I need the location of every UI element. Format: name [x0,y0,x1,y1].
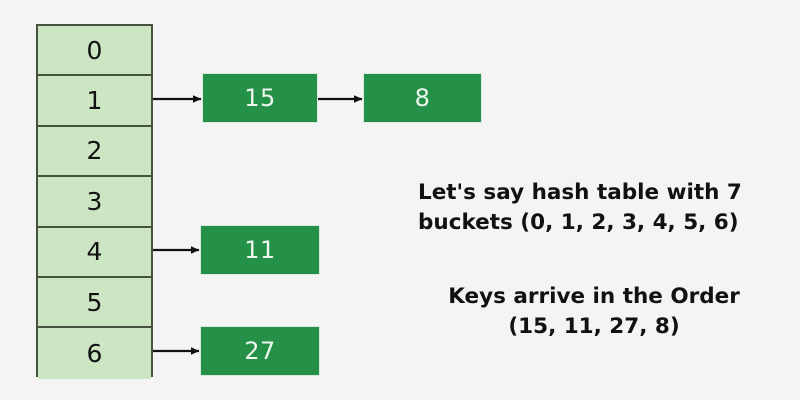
key-order-caption-line2: (15, 11, 27, 8) [508,314,680,339]
bucket-cell-6[interactable]: 6 [38,328,151,379]
chain-node-11[interactable]: 11 [200,225,320,275]
chain-node-8[interactable]: 8 [363,73,482,123]
bucket-cell-1[interactable]: 1 [38,76,151,127]
chain-node-value: 15 [244,84,276,112]
bucket-index-label: 6 [86,339,103,369]
bucket-index-label: 3 [86,186,103,216]
description-caption-line2: buckets (0, 1, 2, 3, 4, 5, 6) [418,210,739,235]
bucket-index-label: 0 [86,35,103,65]
chain-node-value: 27 [244,337,276,365]
bucket-array: 0 1 2 3 4 5 6 [36,24,153,379]
key-order-caption: Keys arrive in the Order (15, 11, 27, 8) [418,282,770,342]
description-caption-line1: Let's say hash table with 7 [418,180,742,205]
bucket-cell-2[interactable]: 2 [38,126,151,178]
chain-node-value: 8 [414,84,431,112]
chain-node-15[interactable]: 15 [202,73,318,123]
chain-node-27[interactable]: 27 [200,326,320,376]
bucket-index-label: 2 [86,136,103,166]
key-order-caption-line1: Keys arrive in the Order [448,284,740,309]
bucket-index-label: 5 [86,287,103,317]
bucket-index-label: 1 [86,86,103,116]
bucket-cell-4[interactable]: 4 [38,227,151,278]
bucket-index-label: 4 [86,237,103,267]
chain-node-value: 11 [244,236,276,264]
bucket-cell-0[interactable]: 0 [38,26,151,77]
description-caption: Let's say hash table with 7 buckets (0, … [418,178,770,238]
bucket-cell-3[interactable]: 3 [38,177,151,228]
bucket-cell-5[interactable]: 5 [38,278,151,329]
